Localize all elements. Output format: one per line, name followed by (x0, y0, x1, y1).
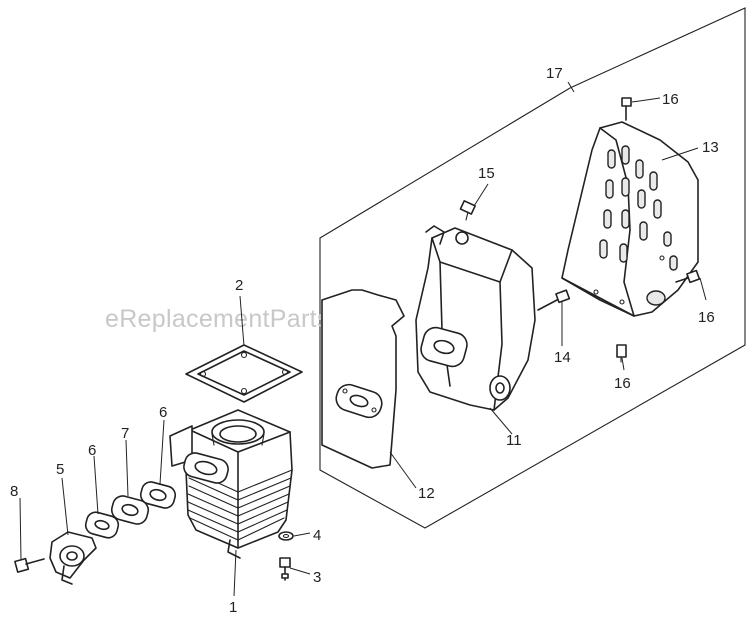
part-5-manifold (49, 531, 97, 585)
callout-14: 14 (554, 349, 571, 366)
callout-labels: 8 5 6 7 6 2 1 4 3 12 11 14 15 17 16 13 1… (10, 65, 719, 616)
callout-13: 13 (702, 139, 719, 156)
part-8-screw (14, 557, 45, 573)
part-6-gasket-right (139, 481, 177, 509)
callout-16-right: 16 (698, 309, 715, 326)
callout-4: 4 (313, 527, 321, 544)
part-7-insulator (110, 495, 150, 525)
callout-8: 8 (10, 483, 18, 500)
callout-16-top: 16 (662, 91, 679, 108)
part-16-screw-right (675, 269, 701, 284)
part-6-gasket-left (84, 511, 120, 539)
callout-17: 17 (546, 65, 563, 82)
callout-7: 7 (121, 425, 129, 442)
callout-2: 2 (235, 277, 243, 294)
leader-lines (19, 81, 707, 597)
callout-5: 5 (56, 461, 64, 478)
callout-15: 15 (478, 165, 495, 182)
part-1-cylinder (169, 409, 293, 559)
callout-12: 12 (418, 485, 435, 502)
part-11-muffler (415, 225, 536, 411)
part-3-bolt (279, 557, 291, 581)
part-13-muffler-cover (561, 121, 699, 317)
part-2-gasket (185, 344, 303, 403)
part-14-bolt (537, 289, 571, 311)
callout-6-left: 6 (88, 442, 96, 459)
part-12-heat-shield (321, 289, 405, 469)
assembly-17-frame (319, 7, 746, 529)
callout-11: 11 (506, 432, 522, 449)
part-16-screw-bottom (616, 344, 627, 363)
callout-1: 1 (229, 599, 237, 616)
part-15-screw (459, 200, 476, 221)
callout-3: 3 (313, 569, 321, 586)
callout-6-right: 6 (159, 404, 167, 421)
part-16-screw-top (621, 97, 632, 121)
part-4-washer (278, 531, 294, 541)
callout-16-bottom: 16 (614, 375, 631, 392)
